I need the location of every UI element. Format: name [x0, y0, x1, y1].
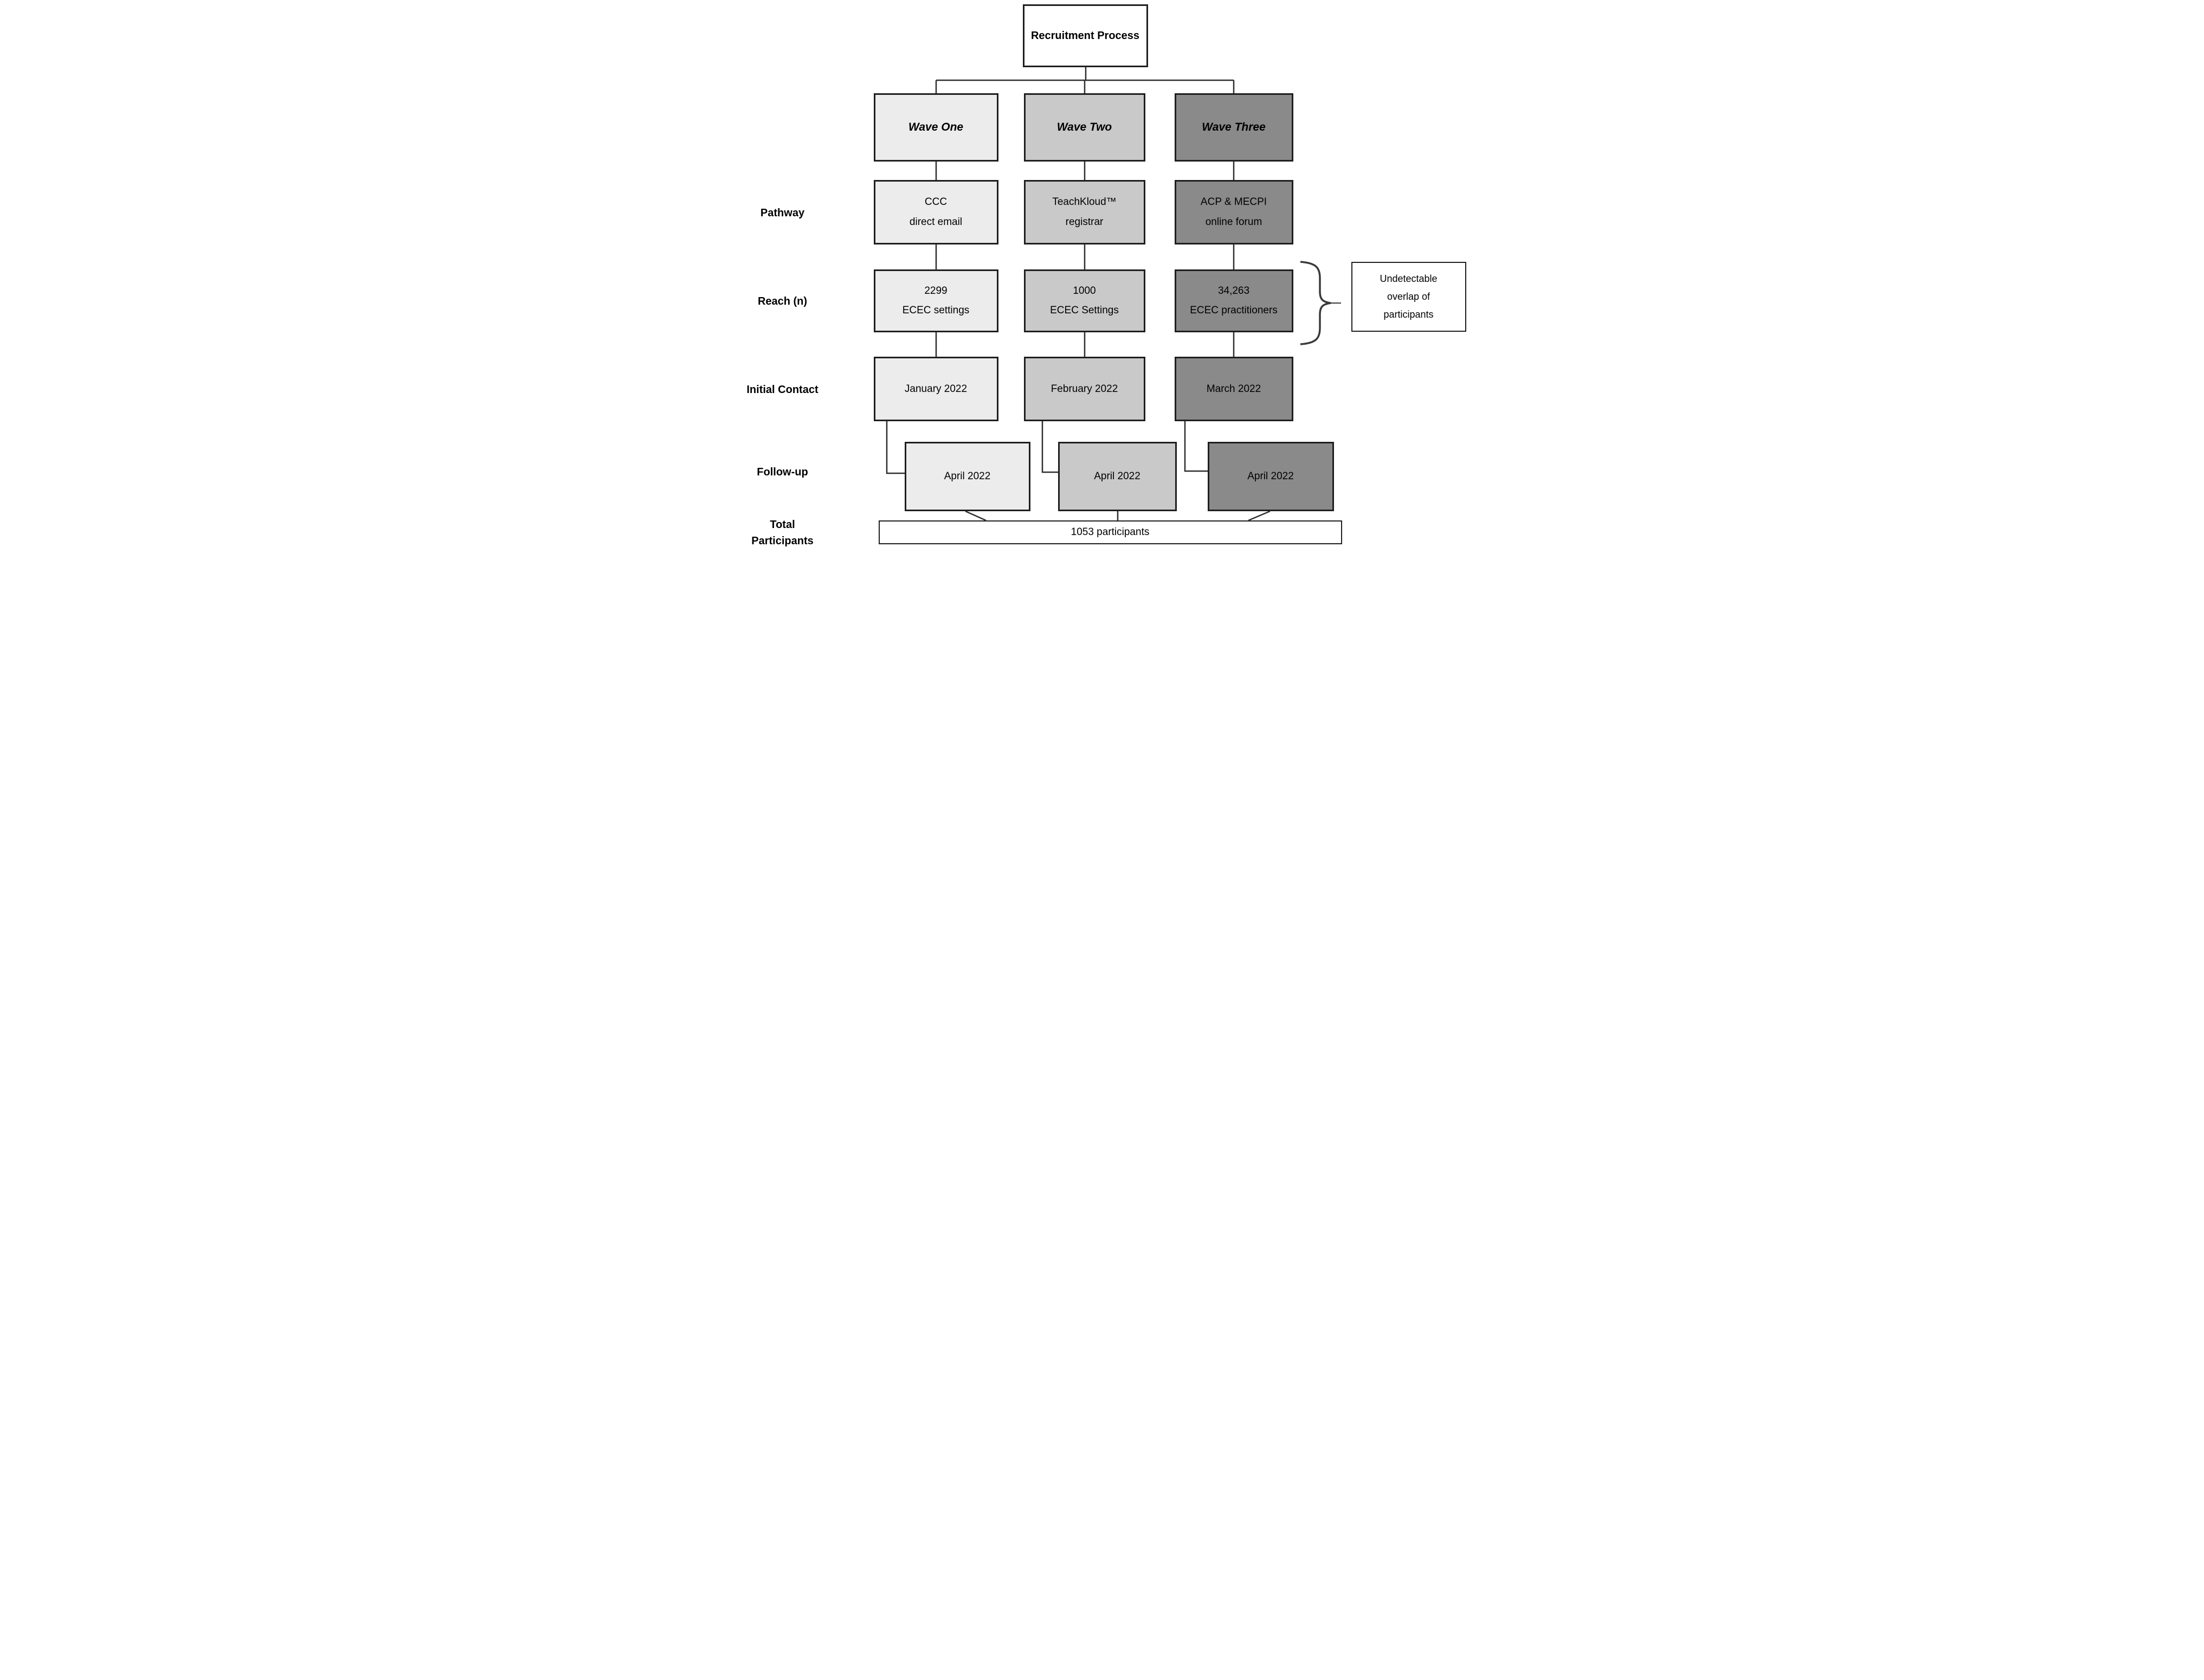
wave-two-reach-line1: 1000	[1073, 285, 1096, 297]
connector-lines	[886, 67, 1341, 522]
wave-one-pathway-line1: CCC	[924, 196, 948, 208]
wave-one-header: Wave One	[873, 93, 998, 162]
wave-two-pathway-box: TeachKloud™ registrar	[1023, 180, 1145, 244]
wave-one-pathway-line2: direct email	[909, 216, 963, 228]
wave-three-header: Wave Three	[1174, 93, 1293, 162]
annotation-line3: participants	[1383, 309, 1434, 320]
wave-three-reach-line2: ECEC practitioners	[1190, 305, 1278, 317]
total-participants-box: 1053 participants	[878, 520, 1342, 544]
row-label-pathway: Pathway	[760, 207, 805, 219]
connector-initial-to-followup	[886, 421, 1208, 474]
wave-three-initial-contact-box: March 2022	[1174, 357, 1293, 421]
connector-waves-to-pathway	[935, 162, 1234, 180]
connector-title-to-waves	[935, 67, 1234, 93]
title-box: Recruitment Process	[1022, 4, 1148, 67]
wave-three-pathway-box: ACP & MECPI online forum	[1174, 180, 1293, 244]
wave-two-pathway-line1: TeachKloud™	[1052, 196, 1117, 208]
wave-one-reach-box: 2299 ECEC settings	[873, 269, 998, 332]
wave-two-header: Wave Two	[1023, 93, 1145, 162]
wave-two-pathway-line2: registrar	[1065, 216, 1104, 228]
recruitment-process-flowchart: Pathway Reach (n) Initial Contact Follow…	[734, 0, 1470, 560]
wave-three-pathway-line1: ACP & MECPI	[1200, 196, 1267, 208]
wave-three-reach-box: 34,263 ECEC practitioners	[1174, 269, 1293, 332]
connector-reach-to-initial	[935, 332, 1234, 357]
wave-one-initial-contact-box: January 2022	[873, 357, 998, 421]
wave-one-reach-line1: 2299	[924, 285, 948, 297]
row-label-reach: Reach (n)	[757, 295, 808, 307]
connector-followup-to-total	[964, 510, 1270, 522]
wave-three-follow-up-box: April 2022	[1207, 442, 1334, 511]
annotation-box: Undetectable overlap of participants	[1351, 262, 1466, 332]
row-label-total-line2: Participants	[751, 535, 814, 547]
row-label-follow-up: Follow-up	[757, 466, 808, 478]
row-label-initial-contact: Initial Contact	[746, 384, 819, 396]
wave-two-follow-up-box: April 2022	[1058, 442, 1177, 511]
annotation-line2: overlap of	[1387, 291, 1430, 302]
wave-two-reach-line2: ECEC Settings	[1050, 305, 1119, 317]
wave-one-reach-line2: ECEC settings	[902, 305, 970, 317]
wave-two-initial-contact-box: February 2022	[1023, 357, 1145, 421]
brace	[1300, 261, 1331, 345]
row-label-total-participants: Total Participants	[735, 517, 830, 549]
wave-two-reach-box: 1000 ECEC Settings	[1023, 269, 1145, 332]
wave-one-pathway-box: CCC direct email	[873, 180, 998, 244]
annotation-line1: Undetectable	[1380, 273, 1438, 285]
connector-pathway-to-reach	[935, 244, 1234, 269]
wave-three-reach-line1: 34,263	[1217, 285, 1250, 297]
wave-one-follow-up-box: April 2022	[904, 442, 1030, 511]
wave-three-pathway-line2: online forum	[1205, 216, 1262, 228]
row-label-total-line1: Total	[770, 519, 795, 531]
